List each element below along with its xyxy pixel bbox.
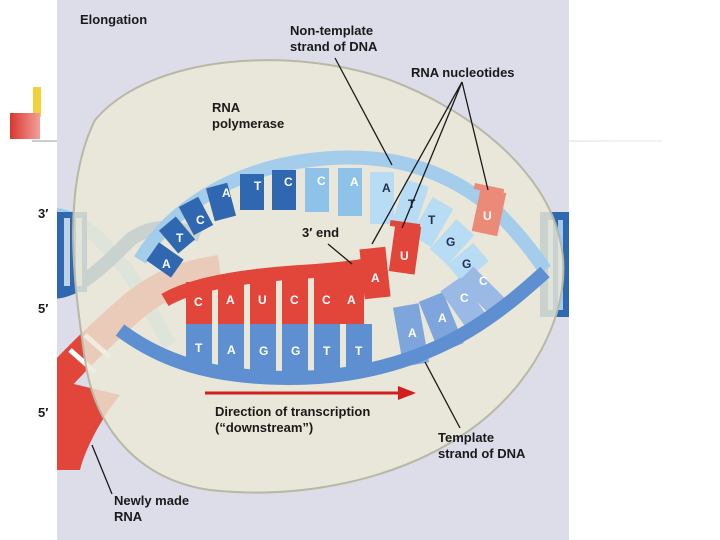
base-letter: A	[408, 326, 417, 340]
base-letter: T	[195, 341, 203, 355]
rna-base-letters: C A U C C A	[194, 293, 356, 309]
leader-lines	[91, 57, 489, 495]
rna-bases	[186, 272, 364, 324]
strand-end-middle-left: 5′	[38, 301, 49, 316]
base-letter: U	[400, 249, 409, 263]
base-letter: C	[194, 295, 203, 309]
base-letter: G	[462, 257, 471, 271]
label-newly-made-line2: RNA	[114, 509, 143, 524]
base-letter: C	[196, 213, 205, 227]
label-non-template-line2: strand of DNA	[290, 39, 378, 54]
dna-left-stripe	[64, 218, 70, 286]
base-letter: C	[479, 274, 488, 288]
base-letter: U	[483, 209, 492, 223]
label-direction-line2: (“downstream”)	[215, 420, 314, 435]
direction-arrow-head	[398, 386, 416, 400]
label-template-line2: strand of DNA	[438, 446, 526, 461]
strand-end-top-left: 3′	[38, 206, 49, 221]
label-rna-nucleotides: RNA nucleotides	[411, 65, 515, 80]
base-letter: A	[438, 311, 447, 325]
rna-nucleotide-letters: A U U	[371, 209, 492, 285]
base-letter: T	[254, 179, 262, 193]
label-three-prime-end: 3′ end	[302, 225, 340, 240]
label-direction-line1: Direction of transcription	[215, 404, 371, 419]
base-letter: C	[322, 293, 331, 307]
diagram-title: Elongation	[80, 12, 148, 27]
label-rna-polymerase-line1: RNA	[212, 100, 241, 115]
rna-nucleotides-free	[359, 182, 507, 300]
base-letter: A	[371, 271, 380, 285]
decor-yellow-bar	[33, 87, 41, 117]
base-letter: T	[355, 344, 363, 358]
base-letter: A	[227, 343, 236, 357]
base-letter: C	[290, 293, 299, 307]
base-letter: T	[428, 213, 436, 227]
decor-red-block	[10, 113, 40, 139]
base-letter: C	[317, 174, 326, 188]
base-letter: C	[460, 291, 469, 305]
base-letter: A	[226, 293, 235, 307]
label-non-template-line1: Non-template	[290, 23, 374, 38]
non-template-bases	[146, 168, 489, 284]
strand-end-bottom-left: 5′	[38, 405, 49, 420]
base-letter: G	[291, 344, 300, 358]
base-letter: A	[222, 186, 231, 200]
label-newly-made-line1: Newly made	[114, 493, 190, 508]
base-letter: T	[176, 231, 184, 245]
base-letter: A	[382, 181, 391, 195]
base-letter: A	[350, 175, 359, 189]
label-template-line1: Template	[438, 430, 495, 445]
base-letter: T	[323, 344, 331, 358]
base-letter: A	[162, 257, 171, 271]
template-base-letters: T A G G T T A A C C	[195, 274, 488, 358]
base-letter: G	[446, 235, 455, 249]
template-backbone	[115, 266, 550, 386]
base-letter: C	[284, 175, 293, 189]
base-letter: G	[259, 344, 268, 358]
base-letter: U	[258, 293, 267, 307]
base-letter: A	[347, 293, 356, 307]
label-rna-polymerase-line2: polymerase	[212, 116, 285, 131]
